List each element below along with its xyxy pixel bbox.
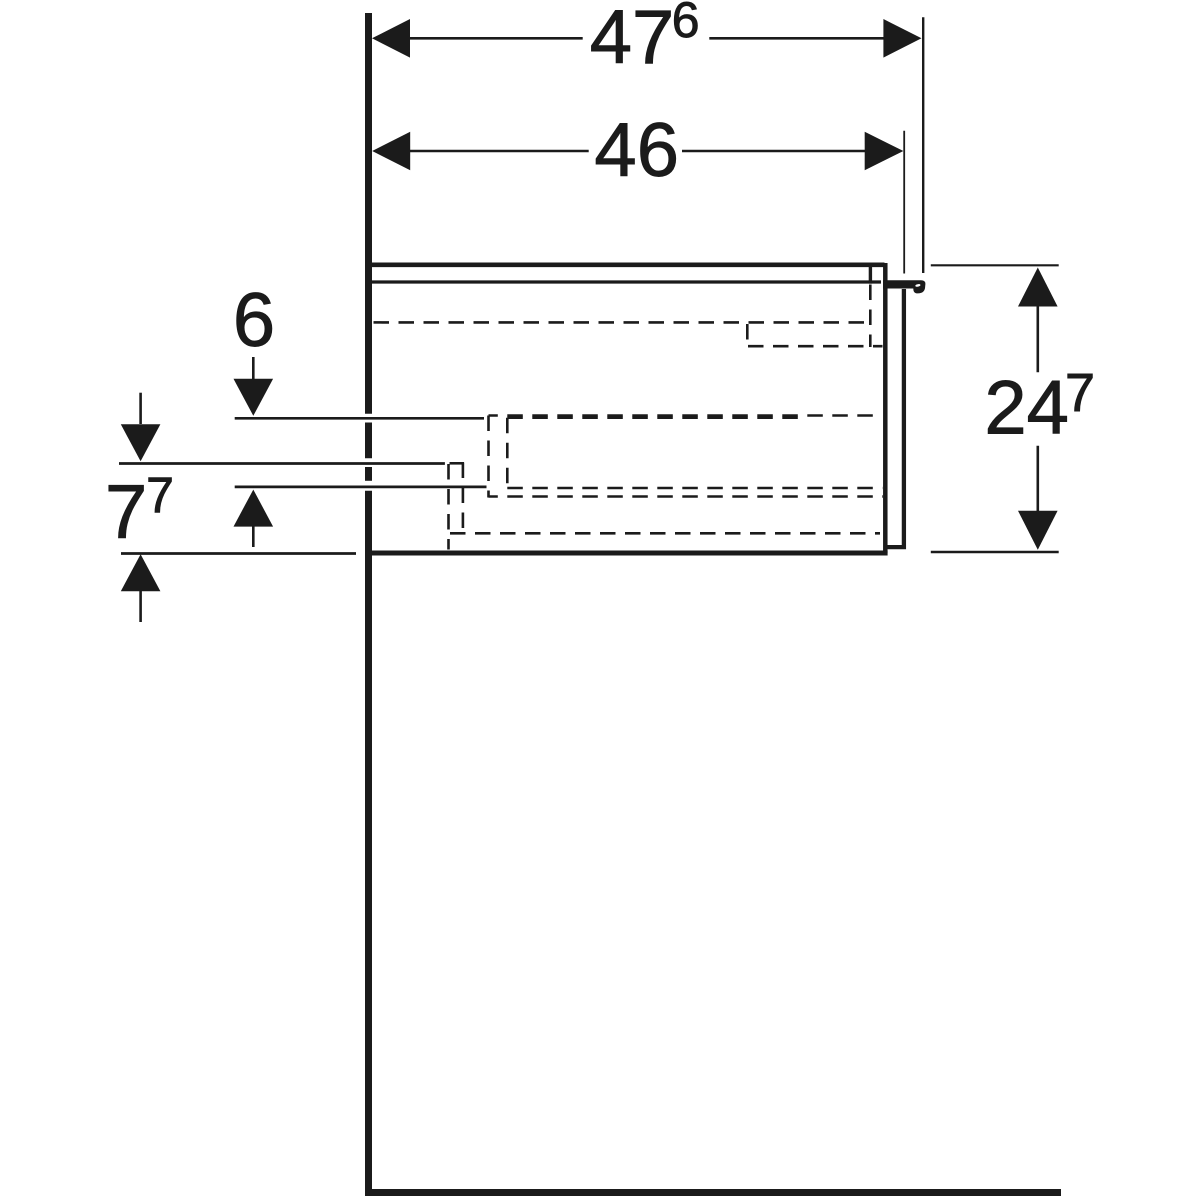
svg-text:6: 6 — [672, 0, 700, 48]
svg-text:7: 7 — [146, 468, 174, 524]
svg-text:7: 7 — [105, 470, 147, 555]
svg-text:24: 24 — [984, 366, 1069, 451]
svg-text:7: 7 — [1065, 363, 1095, 423]
svg-text:46: 46 — [594, 108, 679, 193]
svg-text:6: 6 — [233, 278, 275, 363]
svg-text:47: 47 — [590, 0, 675, 80]
